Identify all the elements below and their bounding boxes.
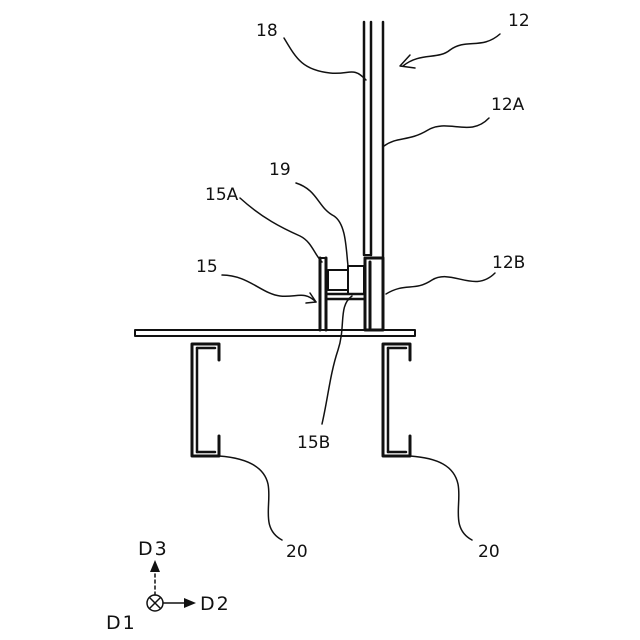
label-15b: 15B — [297, 433, 330, 453]
label-15: 15 — [196, 257, 218, 277]
post-left — [192, 344, 219, 456]
label-20-left: 20 — [286, 542, 308, 562]
d2-arrow — [163, 598, 196, 608]
post-right — [383, 344, 410, 456]
d3-arrow — [150, 560, 160, 595]
label-18: 18 — [256, 21, 278, 41]
axis-label-d1: D1 — [106, 612, 137, 634]
panel-upper — [364, 22, 383, 260]
axis-label-d3: D3 — [138, 538, 169, 560]
label-12a: 12A — [491, 95, 525, 115]
leader-lines — [219, 34, 500, 540]
label-19: 19 — [269, 160, 291, 180]
connector — [328, 266, 364, 294]
label-20-right: 20 — [478, 542, 500, 562]
axis-label-d2: D2 — [200, 593, 231, 615]
panel-lower — [365, 258, 383, 330]
d1-into-page-icon — [147, 595, 163, 611]
label-12: 12 — [508, 11, 530, 31]
label-15a: 15A — [205, 185, 239, 205]
direction-indicator: D3 D2 D1 — [106, 538, 231, 634]
label-12b: 12B — [492, 253, 525, 273]
